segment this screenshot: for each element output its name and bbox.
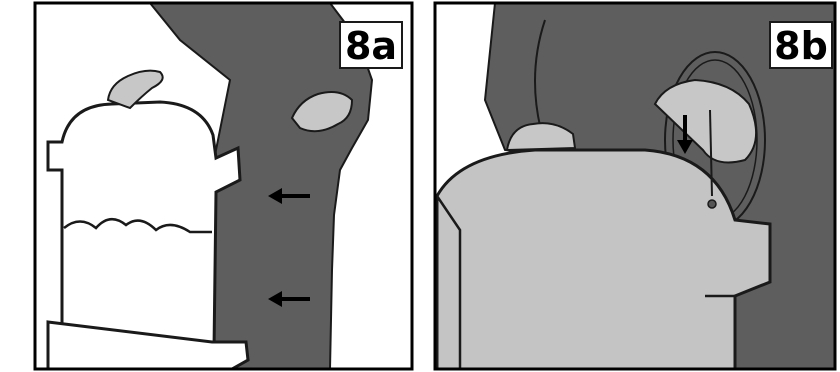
- panel-8b: 8b: [415, 0, 840, 372]
- panel-8b-illustration: 8b: [415, 0, 840, 372]
- panel-8a: 8a: [0, 0, 415, 372]
- panel-8b-label: 8b: [774, 24, 828, 68]
- seat-hole-b: [708, 200, 716, 208]
- panel-8a-illustration: 8a: [0, 0, 415, 372]
- panel-8a-label: 8a: [345, 24, 397, 68]
- seat-back-a: [48, 102, 240, 350]
